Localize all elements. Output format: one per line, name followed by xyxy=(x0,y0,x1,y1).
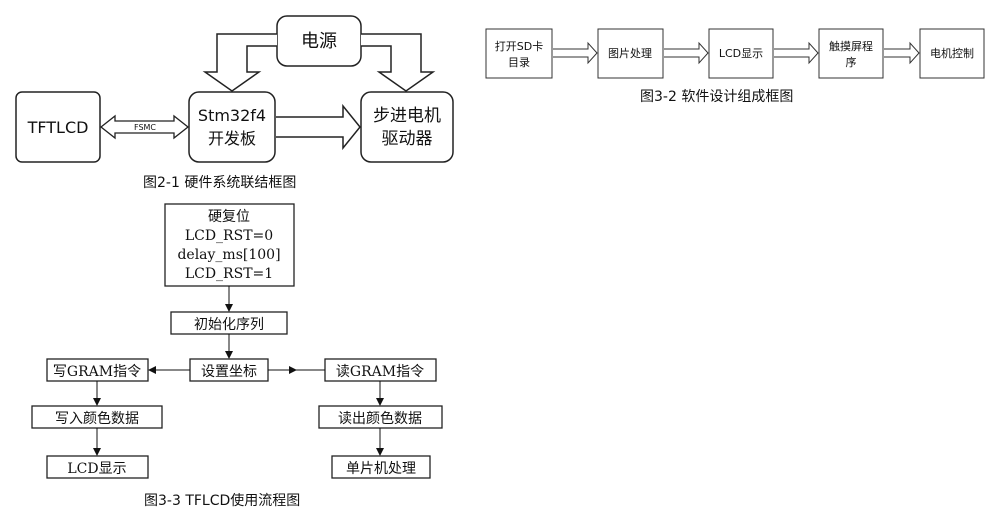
step-image-process-label: 图片处理 xyxy=(608,47,652,60)
power-to-driver-arrow xyxy=(361,33,436,92)
lcd-display-label: LCD显示 xyxy=(67,461,126,477)
fig21-hardware-diagram: 电源 TFTLCD Stm32f4 开发板 步进电机 驱动器 FSMC 图2-1… xyxy=(15,15,454,191)
power-to-stm32-arrow xyxy=(202,33,277,92)
fig33-tftlcd-flowchart: 硬复位 LCD_RST=0 delay_ms[100] LCD_RST=1 初始… xyxy=(31,203,443,509)
fig21-caption: 图2-1 硬件系统联结框图 xyxy=(143,175,296,191)
init-sequence-label: 初始化序列 xyxy=(194,316,264,333)
step-touchscreen-line1: 触摸屏程 xyxy=(829,39,873,53)
step-motor-control-box xyxy=(919,28,985,79)
mcu-process-label: 单片机处理 xyxy=(346,461,416,477)
hard-reset-line4: LCD_RST=1 xyxy=(185,266,273,282)
hard-reset-line3: delay_ms[100] xyxy=(177,247,280,263)
read-color-data-label: 读出颜色数据 xyxy=(338,410,422,427)
arrow-image-to-lcd xyxy=(664,41,709,65)
arrow-touch-to-motor xyxy=(884,41,920,65)
read-gram-cmd-label: 读GRAM指令 xyxy=(336,363,424,380)
fsmc-label: FSMC xyxy=(134,123,156,132)
lcd-display-box xyxy=(46,455,149,479)
hard-reset-box xyxy=(164,203,295,287)
mcu-process-box xyxy=(331,455,431,479)
step-image-process-box xyxy=(597,28,664,79)
step-motor-control-label: 电机控制 xyxy=(930,46,974,60)
fig32-software-diagram: 打开SD卡 目录 图片处理 LCD显示 触摸屏程 序 电机控制 图3-2 软件设… xyxy=(485,28,985,105)
write-gram-cmd-label: 写GRAM指令 xyxy=(53,364,141,380)
fig33-caption: 图3-3 TFLCD使用流程图 xyxy=(144,492,300,509)
step-open-sd-line1: 打开SD卡 xyxy=(495,39,543,53)
stm32-to-driver-arrow xyxy=(276,103,361,151)
step-open-sd-line2: 目录 xyxy=(508,56,530,69)
set-coordinate-label: 设置坐标 xyxy=(201,364,257,380)
write-color-data-label: 写入颜色数据 xyxy=(55,410,139,427)
hard-reset-line1: 硬复位 xyxy=(208,208,250,225)
arrow-sd-to-image xyxy=(553,41,598,65)
step-lcd-display-label: LCD显示 xyxy=(719,47,763,60)
stepper-driver-label-line1: 步进电机 xyxy=(373,106,441,126)
stm32-label-line1: Stm32f4 xyxy=(198,106,266,125)
step-touchscreen-line2: 序 xyxy=(846,55,857,69)
step-open-sd-box xyxy=(485,28,553,79)
fig32-caption: 图3-2 软件设计组成框图 xyxy=(640,89,793,105)
hard-reset-line2: LCD_RST=0 xyxy=(185,228,273,244)
stepper-driver-label-line2: 驱动器 xyxy=(382,129,433,149)
fsmc-bidirectional-arrow xyxy=(99,114,190,140)
arrow-lcd-to-touch xyxy=(774,41,819,65)
stm32-board-box xyxy=(188,91,276,163)
stm32-label-line2: 开发板 xyxy=(208,129,256,148)
step-lcd-display-box xyxy=(708,28,774,79)
step-touchscreen-box xyxy=(818,28,884,79)
power-label: 电源 xyxy=(301,31,337,52)
stepper-driver-box xyxy=(360,91,454,163)
tftlcd-label: TFTLCD xyxy=(27,118,89,137)
